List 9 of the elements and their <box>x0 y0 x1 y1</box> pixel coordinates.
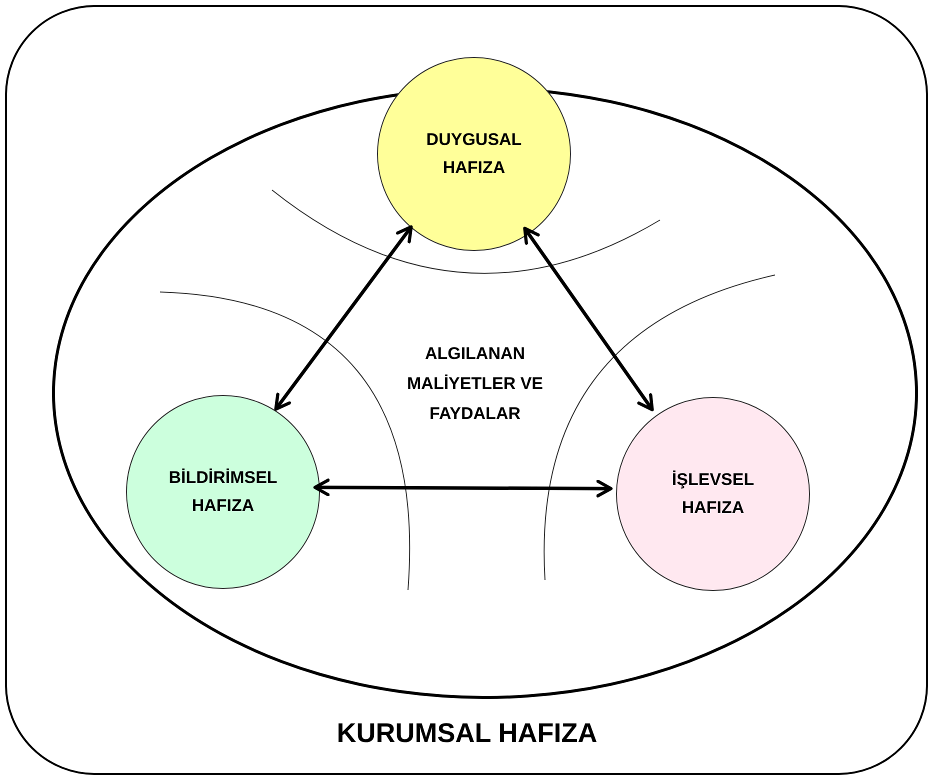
diagram-heading: KURUMSAL HAFIZA <box>336 718 598 749</box>
double-arrow <box>313 478 613 498</box>
node-label: ALGILANAN MALİYETLER VE FAYDALAR <box>407 343 543 425</box>
double-arrow <box>523 226 654 412</box>
node-label: İŞLEVSEL HAFIZA <box>670 469 756 519</box>
double-arrow <box>274 225 413 411</box>
node-label: BİLDİRİMSEL HAFIZA <box>168 467 278 517</box>
frame-box <box>5 5 928 775</box>
node-label: DUYGUSAL HAFIZA <box>425 129 523 179</box>
